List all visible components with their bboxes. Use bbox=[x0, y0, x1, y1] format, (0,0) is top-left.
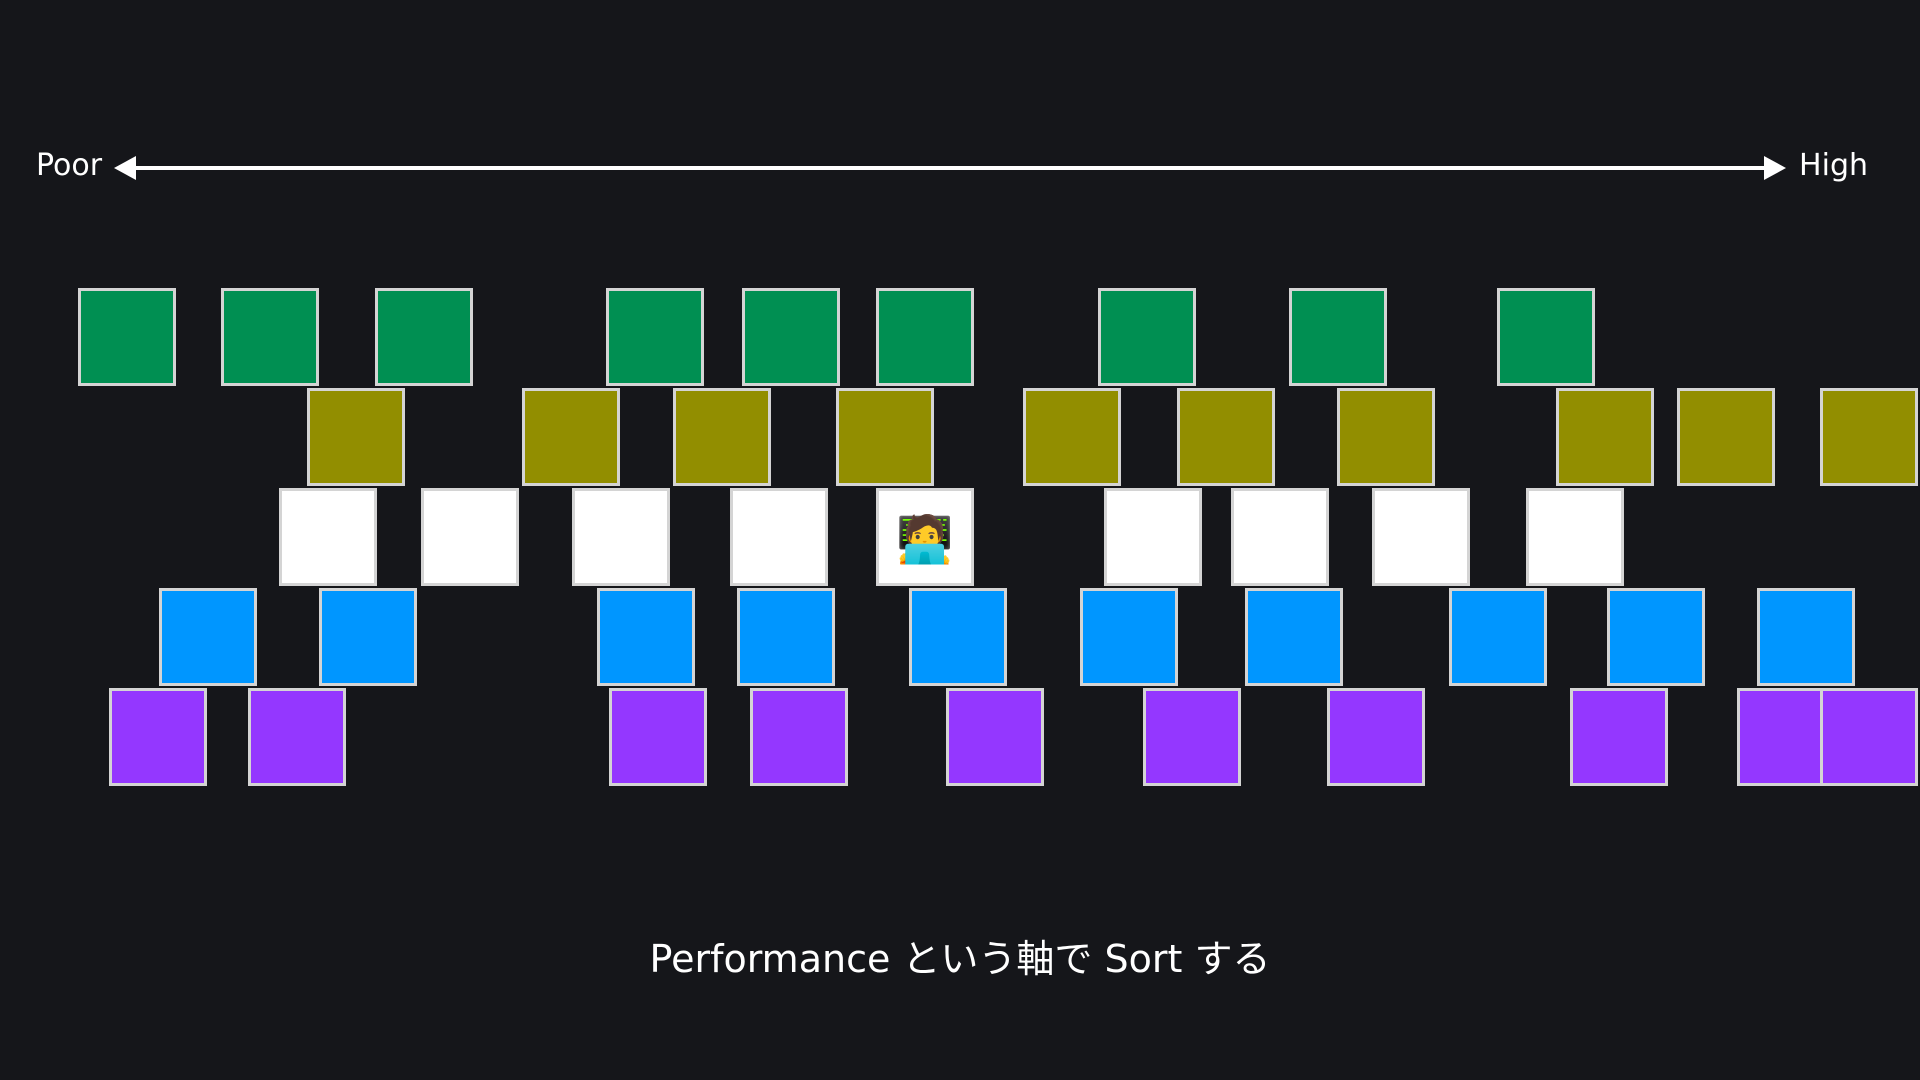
box-purple bbox=[1327, 688, 1425, 786]
box-green bbox=[742, 288, 840, 386]
box-white bbox=[572, 488, 670, 586]
box-green bbox=[375, 288, 473, 386]
box-green bbox=[606, 288, 704, 386]
box-blue bbox=[1245, 588, 1343, 686]
axis-label-high: High bbox=[1799, 148, 1868, 183]
box-purple bbox=[1820, 688, 1918, 786]
box-olive bbox=[522, 388, 620, 486]
box-purple bbox=[946, 688, 1044, 786]
box-green bbox=[78, 288, 176, 386]
technologist-emoji: 🧑‍💻 bbox=[896, 512, 954, 566]
box-white bbox=[1104, 488, 1202, 586]
box-olive bbox=[836, 388, 934, 486]
box-purple bbox=[750, 688, 848, 786]
box-olive bbox=[1023, 388, 1121, 486]
box-green bbox=[1289, 288, 1387, 386]
box-purple bbox=[248, 688, 346, 786]
box-white bbox=[1526, 488, 1624, 586]
box-green bbox=[221, 288, 319, 386]
box-purple bbox=[1143, 688, 1241, 786]
box-blue bbox=[737, 588, 835, 686]
box-blue bbox=[1449, 588, 1547, 686]
box-white: 🧑‍💻 bbox=[876, 488, 974, 586]
arrowhead-right-icon bbox=[1764, 156, 1786, 180]
box-purple bbox=[609, 688, 707, 786]
box-blue bbox=[597, 588, 695, 686]
arrowhead-left-icon bbox=[114, 156, 136, 180]
box-green bbox=[876, 288, 974, 386]
box-blue bbox=[319, 588, 417, 686]
box-olive bbox=[1820, 388, 1918, 486]
box-olive bbox=[1556, 388, 1654, 486]
box-white bbox=[730, 488, 828, 586]
box-blue bbox=[1607, 588, 1705, 686]
box-blue bbox=[1080, 588, 1178, 686]
box-purple bbox=[1570, 688, 1668, 786]
slide-caption: Performance という軸で Sort する bbox=[649, 937, 1271, 981]
box-white bbox=[279, 488, 377, 586]
box-white bbox=[1372, 488, 1470, 586]
box-blue bbox=[909, 588, 1007, 686]
box-olive bbox=[1337, 388, 1435, 486]
box-blue bbox=[159, 588, 257, 686]
box-green bbox=[1098, 288, 1196, 386]
box-olive bbox=[673, 388, 771, 486]
box-purple bbox=[109, 688, 207, 786]
box-green bbox=[1497, 288, 1595, 386]
box-white bbox=[421, 488, 519, 586]
box-white bbox=[1231, 488, 1329, 586]
box-olive bbox=[1177, 388, 1275, 486]
box-olive bbox=[1677, 388, 1775, 486]
axis-label-poor: Poor bbox=[36, 148, 103, 183]
box-blue bbox=[1757, 588, 1855, 686]
box-olive bbox=[307, 388, 405, 486]
